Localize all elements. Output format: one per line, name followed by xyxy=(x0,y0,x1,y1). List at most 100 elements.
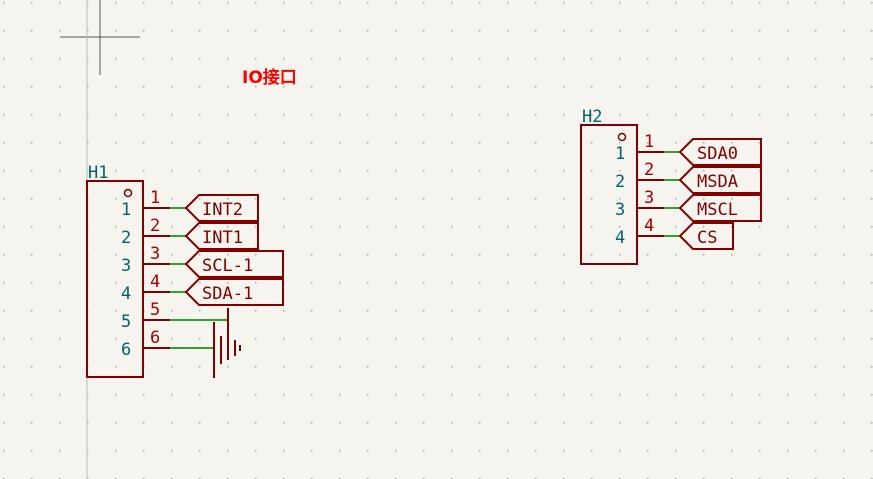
battery-symbol-icon[interactable] xyxy=(213,308,241,378)
grid-dot xyxy=(227,422,229,424)
grid-dot xyxy=(731,170,733,172)
grid-dot xyxy=(3,170,5,172)
grid-dot xyxy=(199,2,201,4)
pin-number: 2 xyxy=(644,160,654,180)
grid-dot xyxy=(311,366,313,368)
grid-dot xyxy=(199,394,201,396)
grid-dot xyxy=(871,170,873,172)
grid-dot xyxy=(787,86,789,88)
grid-dot xyxy=(339,2,341,4)
grid-dot xyxy=(59,30,61,32)
net-label-text[interactable]: MSCL xyxy=(697,200,738,220)
net-label-text[interactable]: MSDA xyxy=(697,172,738,192)
grid-dot xyxy=(703,2,705,4)
grid-dot xyxy=(619,254,621,256)
net-label-text[interactable]: CS xyxy=(697,228,717,248)
pin-name: 4 xyxy=(121,284,131,304)
grid-dot xyxy=(619,422,621,424)
grid-dot xyxy=(171,142,173,144)
grid-dot xyxy=(115,394,117,396)
grid-dot xyxy=(59,282,61,284)
net-label-text[interactable]: INT1 xyxy=(202,228,243,248)
grid-dot xyxy=(647,310,649,312)
grid-dot xyxy=(255,422,257,424)
grid-dot xyxy=(759,114,761,116)
grid-dot xyxy=(647,170,649,172)
grid-dot xyxy=(87,170,89,172)
grid-dot xyxy=(227,226,229,228)
grid-dot xyxy=(255,86,257,88)
grid-dot xyxy=(479,114,481,116)
connector-h1-pin-1[interactable]: 1 1 INT2 xyxy=(121,188,259,222)
connector-h1-pin-4[interactable]: 4 4 SDA-1 xyxy=(121,272,284,306)
grid-dot xyxy=(171,310,173,312)
grid-dot xyxy=(703,450,705,452)
net-label-text[interactable]: SCL-1 xyxy=(202,256,253,276)
grid-dot xyxy=(815,394,817,396)
grid-dot xyxy=(507,450,509,452)
grid-dot xyxy=(367,310,369,312)
grid-dot xyxy=(815,58,817,60)
grid-dot xyxy=(143,394,145,396)
grid-dot xyxy=(171,394,173,396)
net-label-text[interactable]: INT2 xyxy=(202,200,243,220)
grid-dot xyxy=(479,282,481,284)
grid-dot xyxy=(563,282,565,284)
grid-dot xyxy=(367,198,369,200)
grid-dot xyxy=(479,226,481,228)
grid-dot xyxy=(227,86,229,88)
grid-dot xyxy=(815,2,817,4)
grid-dot xyxy=(479,338,481,340)
net-label-shape xyxy=(678,166,762,194)
grid-dot xyxy=(731,366,733,368)
grid-dot xyxy=(423,422,425,424)
connector-h1[interactable]: H1 1 1 INT2 2 2 INT1 3 3 SCL-1 xyxy=(86,163,284,378)
grid-dot xyxy=(227,30,229,32)
grid-dot xyxy=(675,170,677,172)
grid-dot xyxy=(255,338,257,340)
grid-dot xyxy=(59,310,61,312)
grid-dot xyxy=(311,422,313,424)
grid-dot xyxy=(451,366,453,368)
net-label-text[interactable]: SDA-1 xyxy=(202,284,253,304)
grid-dot xyxy=(423,450,425,452)
grid-dot xyxy=(31,114,33,116)
connector-h1-pin-3[interactable]: 3 3 SCL-1 xyxy=(121,244,284,278)
grid-dot xyxy=(255,282,257,284)
grid-dot xyxy=(31,170,33,172)
connector-h2-pin-4[interactable]: 4 4 CS xyxy=(615,216,734,250)
net-label-text[interactable]: SDA0 xyxy=(697,144,738,164)
grid-dot xyxy=(395,142,397,144)
sheet-title-text: IO接口 xyxy=(242,67,297,88)
grid-dot xyxy=(339,282,341,284)
grid-dot xyxy=(31,86,33,88)
grid-dot xyxy=(535,198,537,200)
grid-dot xyxy=(731,114,733,116)
grid-dot xyxy=(647,338,649,340)
grid-dot xyxy=(675,114,677,116)
grid-dot xyxy=(227,450,229,452)
connector-h1-pin-5[interactable]: 5 5 xyxy=(121,300,228,332)
connector-h1-pin-2[interactable]: 2 2 INT1 xyxy=(121,216,259,250)
pin-name: 3 xyxy=(615,200,625,220)
grid-dot xyxy=(367,2,369,4)
grid-dot xyxy=(227,142,229,144)
grid-dot xyxy=(3,2,5,4)
connector-h2-pin-2[interactable]: 2 2 MSDA xyxy=(615,160,762,194)
grid-dot xyxy=(199,338,201,340)
grid-dot xyxy=(31,310,33,312)
connector-h2-pin-1[interactable]: 1 1 SDA0 xyxy=(615,132,762,166)
grid-dot xyxy=(395,254,397,256)
connector-h2[interactable]: H2 1 1 SDA0 2 2 MSDA 3 3 MSCL xyxy=(580,107,762,265)
grid-dot xyxy=(759,226,761,228)
grid-dot xyxy=(507,2,509,4)
connector-h2-pin-3[interactable]: 3 3 MSCL xyxy=(615,188,762,222)
grid-dot xyxy=(31,30,33,32)
connector-h1-pin-6[interactable]: 6 6 xyxy=(121,328,214,360)
grid-dot xyxy=(815,198,817,200)
grid-dot xyxy=(871,198,873,200)
grid-dot xyxy=(311,2,313,4)
grid-dot xyxy=(759,142,761,144)
grid-dot xyxy=(339,338,341,340)
